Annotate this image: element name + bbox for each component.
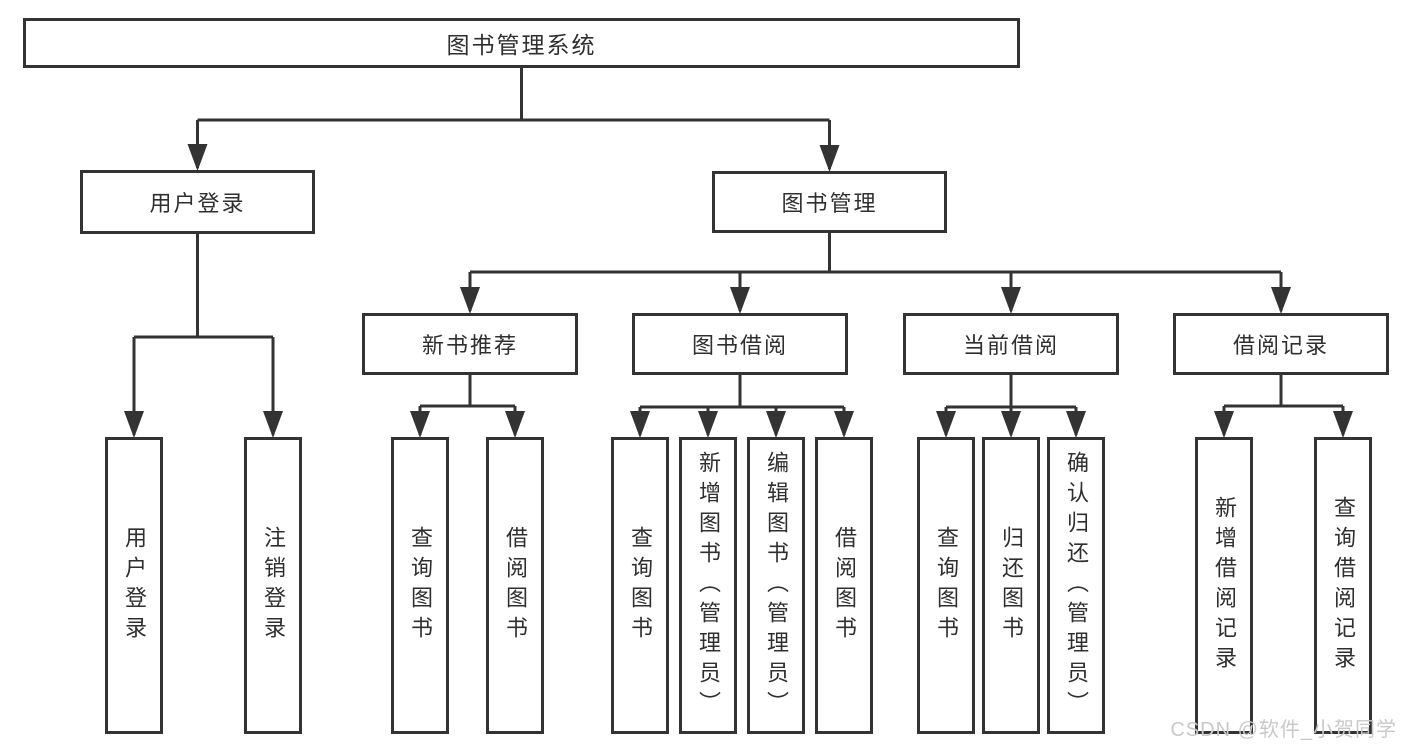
- leaf-query-books: 查询图书: [917, 437, 975, 734]
- node-label: 图书借阅: [691, 333, 788, 358]
- connector-current-borrow: [944, 375, 1078, 435]
- node-book-management: 图书管理: [712, 171, 947, 233]
- leaf-borrow-books: 借阅图书: [486, 437, 544, 734]
- node-system-root: 图书管理系统: [23, 18, 1020, 68]
- connector-root: [196, 68, 831, 169]
- leaf-label: 新增图书（管理员）: [696, 450, 721, 721]
- node-current-borrow: 当前借阅: [903, 313, 1119, 375]
- connector-borrow-records: [1222, 375, 1345, 435]
- leaf-query-books: 查询图书: [391, 437, 449, 734]
- leaf-add-borrow-record: 新增借阅记录: [1195, 437, 1253, 734]
- leaf-return-books: 归还图书: [982, 437, 1040, 734]
- leaf-user-login: 用户登录: [105, 437, 163, 734]
- leaf-label: 查询图书: [934, 525, 959, 646]
- leaf-label: 归还图书: [999, 525, 1024, 646]
- leaf-label: 用户登录: [122, 525, 147, 646]
- leaf-label: 查询图书: [408, 525, 433, 646]
- node-label: 新书推荐: [421, 333, 518, 358]
- node-label: 借阅记录: [1232, 333, 1329, 358]
- leaf-label: 注销登录: [261, 525, 286, 646]
- node-label: 用户登录: [149, 191, 246, 216]
- leaf-borrow-books: 借阅图书: [815, 437, 873, 734]
- leaf-label: 确认归还（管理员）: [1064, 450, 1089, 721]
- connector-new-books: [418, 375, 517, 435]
- connector-book-borrow: [638, 375, 846, 435]
- leaf-logout: 注销登录: [244, 437, 302, 734]
- leaf-query-borrow-record: 查询借阅记录: [1314, 437, 1372, 734]
- connector-user-login: [132, 234, 275, 435]
- leaf-label: 编辑图书（管理员）: [764, 450, 789, 721]
- node-borrow-records: 借阅记录: [1173, 313, 1389, 375]
- leaf-add-books-admin: 新增图书（管理员）: [679, 437, 737, 734]
- node-label: 图书管理系统: [446, 32, 597, 58]
- leaf-label: 借阅图书: [503, 525, 528, 646]
- node-new-book-recommend: 新书推荐: [362, 313, 578, 375]
- leaf-edit-books-admin: 编辑图书（管理员）: [747, 437, 805, 734]
- leaf-label: 查询图书: [628, 525, 653, 646]
- leaf-label: 新增借阅记录: [1212, 495, 1237, 676]
- leaf-label: 查询借阅记录: [1331, 495, 1356, 676]
- connector-book-management: [468, 233, 1283, 311]
- leaf-query-books: 查询图书: [611, 437, 669, 734]
- leaf-label: 借阅图书: [832, 525, 857, 646]
- node-user-login: 用户登录: [80, 170, 315, 234]
- leaf-confirm-return-admin: 确认归还（管理员）: [1047, 437, 1105, 734]
- node-label: 当前借阅: [962, 333, 1059, 358]
- node-label: 图书管理: [781, 191, 878, 216]
- csdn-watermark: CSDN @软件_小贺同学: [1170, 719, 1397, 741]
- node-book-borrow: 图书借阅: [632, 313, 848, 375]
